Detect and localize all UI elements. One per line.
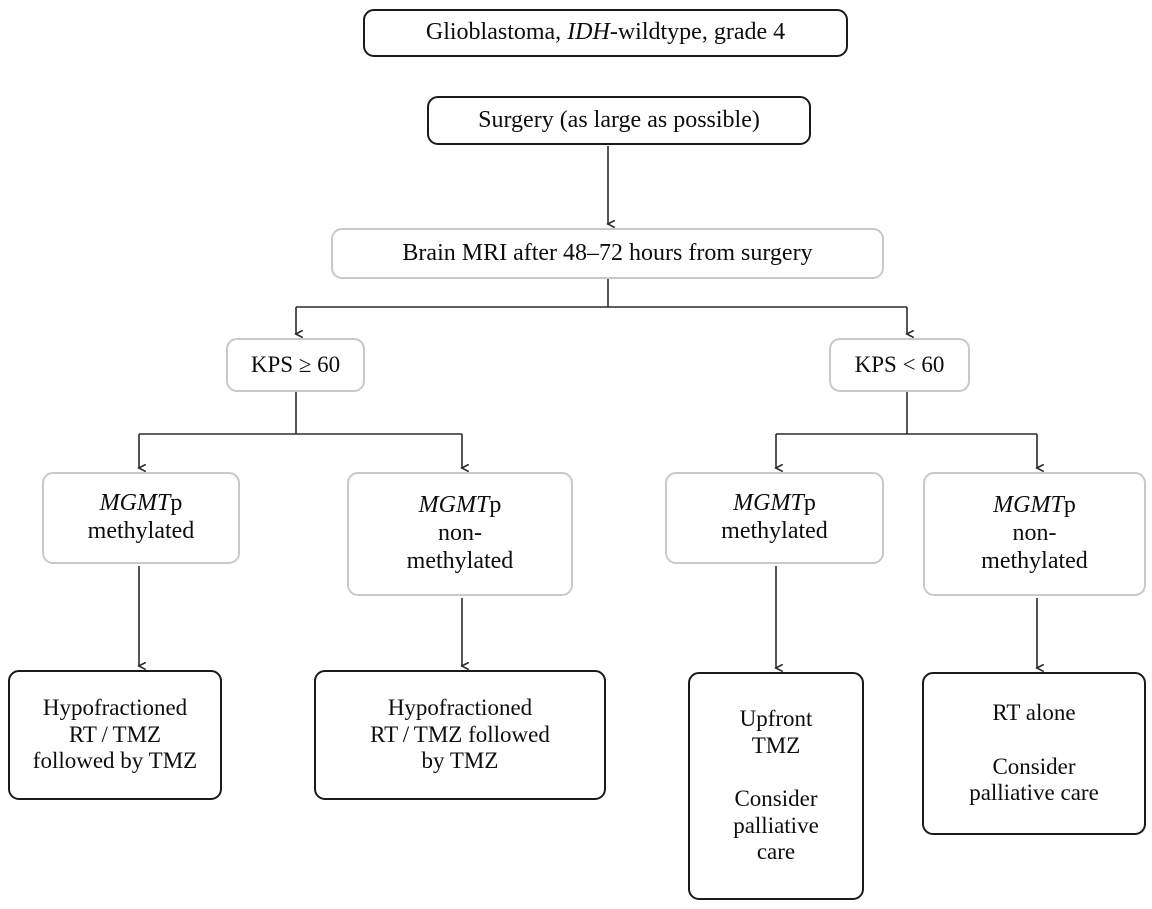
node-diagnosis-label: Glioblastoma, IDH-wildtype, grade 4 — [425, 19, 786, 46]
node-mgmt-low-methylated: MGMTp methylated — [665, 472, 884, 564]
node-surgery-label: Surgery (as large as possible) — [478, 106, 760, 133]
node-mgmt-low-nonmethylated: MGMTp non- methylated — [923, 472, 1146, 596]
node-treatment-low-nonmethylated: RT alone Consider palliative care — [922, 672, 1146, 835]
node-mgmt-low-nonmethylated-label: MGMTp non- methylated — [981, 492, 1088, 574]
node-kps-low: KPS < 60 — [829, 338, 970, 392]
node-brain-mri-label: Brain MRI after 48–72 hours from surgery — [402, 239, 813, 266]
node-treatment-low-methylated: Upfront TMZ Consider palliative care — [688, 672, 864, 900]
node-kps-high-label: KPS ≥ 60 — [250, 351, 341, 377]
node-treatment-high-methylated: Hypofractioned RT / TMZ followed by TMZ — [8, 670, 222, 800]
node-mgmt-low-methylated-label: MGMTp methylated — [721, 490, 828, 544]
node-treatment-low-nonmethylated-label: RT alone Consider palliative care — [969, 700, 1099, 806]
node-mgmt-high-nonmethylated: MGMTp non- methylated — [347, 472, 573, 596]
node-diagnosis: Glioblastoma, IDH-wildtype, grade 4 — [363, 9, 848, 57]
node-treatment-low-methylated-label: Upfront TMZ Consider palliative care — [733, 705, 819, 865]
node-mgmt-high-methylated: MGMTp methylated — [42, 472, 240, 564]
node-treatment-high-nonmethylated-label: Hypofractioned RT / TMZ followed by TMZ — [370, 694, 550, 774]
node-kps-high: KPS ≥ 60 — [226, 338, 365, 392]
node-brain-mri: Brain MRI after 48–72 hours from surgery — [331, 228, 884, 279]
node-treatment-high-nonmethylated: Hypofractioned RT / TMZ followed by TMZ — [314, 670, 606, 800]
node-mgmt-high-methylated-label: MGMTp methylated — [87, 490, 195, 544]
node-treatment-high-methylated-label: Hypofractioned RT / TMZ followed by TMZ — [32, 694, 198, 774]
node-mgmt-high-nonmethylated-label: MGMTp non- methylated — [406, 492, 514, 574]
node-surgery: Surgery (as large as possible) — [427, 96, 811, 145]
node-kps-low-label: KPS < 60 — [854, 351, 945, 377]
